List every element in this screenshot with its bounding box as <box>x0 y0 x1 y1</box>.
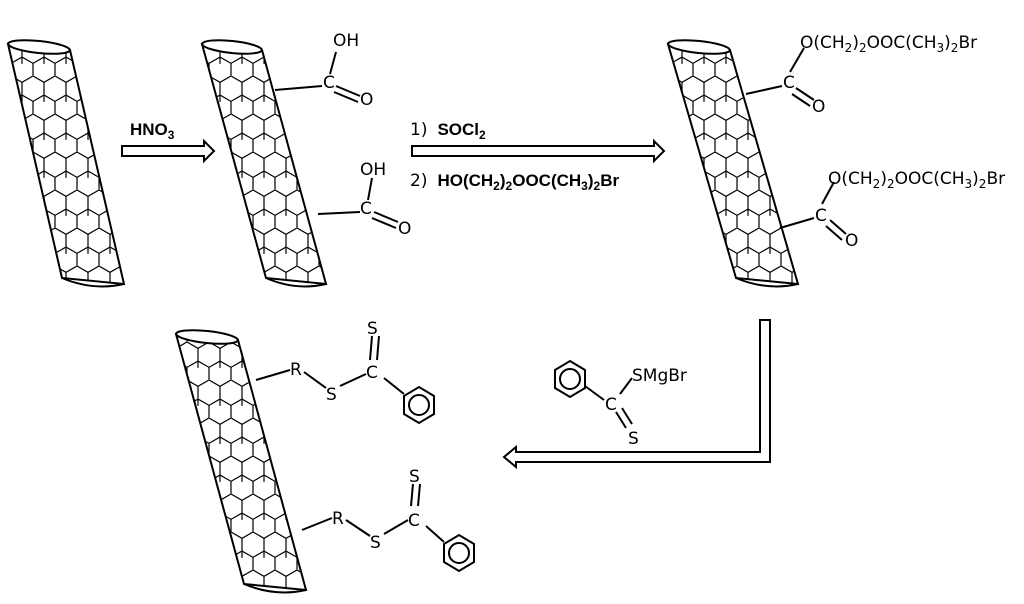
label-c-top: C <box>323 73 335 93</box>
step2-line1: 1)SOCl2 <box>410 120 486 142</box>
ester-chain-top: O(CH2)2OOC(CH3)2Br <box>800 33 977 55</box>
label-oh-bottom: OH <box>360 160 386 180</box>
arrow-step2 <box>411 138 666 164</box>
ester-carbon-bottom: C <box>815 206 827 226</box>
ester-o-bottom: O <box>845 231 858 251</box>
grignard-carbon: C <box>605 395 617 415</box>
reagent-hno3: HNO3 <box>130 120 175 142</box>
product-c-bottom: C <box>408 511 420 531</box>
phenyl-ring-bottom <box>443 533 475 573</box>
nanotube-carboxylated <box>200 39 399 288</box>
nanotube-pristine <box>6 39 126 288</box>
arrow-step1 <box>121 138 216 164</box>
label-oh-top: OH <box>333 31 359 51</box>
ester-carbon-top: C <box>783 73 795 93</box>
grignard-smgbr: SMgBr <box>632 366 687 386</box>
product-r-bottom: R <box>332 509 344 529</box>
ester-chain-bottom: O(CH2)2OOC(CH3)2Br <box>828 169 1005 191</box>
phenyl-ring-reagent <box>554 359 586 399</box>
product-s-double-bottom: S <box>409 467 420 487</box>
label-o-bottom: O <box>398 219 411 239</box>
product-s-top: S <box>326 385 337 405</box>
product-r-top: R <box>290 360 302 380</box>
label-c-bottom: C <box>360 199 372 219</box>
label-o-top: O <box>360 90 373 110</box>
phenyl-ring-top <box>403 385 435 425</box>
product-s-double-top: S <box>367 319 378 339</box>
arrow-step3 <box>502 319 771 470</box>
nanotube-product <box>174 329 475 594</box>
grignard-s: S <box>628 429 639 449</box>
product-s-bottom: S <box>370 533 381 553</box>
ester-o-top: O <box>812 97 825 117</box>
step2-line2: 2)HO(CH2)2OOC(CH3)2Br <box>410 171 619 193</box>
nanotube-ester <box>666 39 847 288</box>
grignard-reagent <box>554 359 633 429</box>
product-c-top: C <box>366 363 378 383</box>
